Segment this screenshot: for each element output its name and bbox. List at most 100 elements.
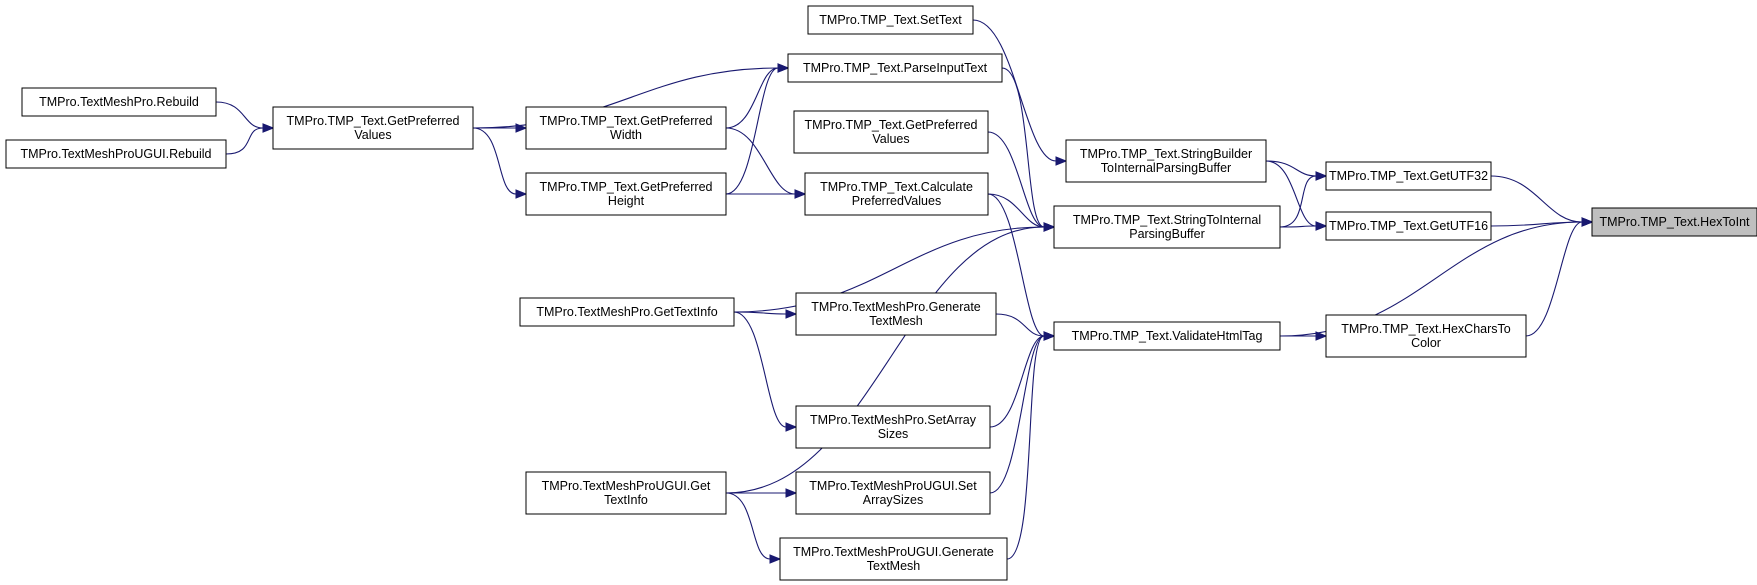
node-label-line: Values [872, 132, 909, 146]
edge-getutf32-to-hextoint [1490, 175, 1594, 227]
edge-ugui_gettextinfo-to-ugui_gentextmesh [725, 492, 782, 564]
edge-validatehtmltag-to-hexcharstocolor [1280, 331, 1328, 341]
edge-arrowhead [785, 422, 798, 432]
node-label-line: TMPro.TextMeshPro.Generate [811, 300, 981, 314]
edge-parseinputtext-to-s_tipb [1001, 67, 1056, 232]
node-box [807, 5, 974, 35]
node-box [1325, 314, 1527, 358]
node-s_tipb[interactable]: TMPro.TMP_Text.StringToInternalParsingBu… [1053, 205, 1281, 249]
node-label-line: ParsingBuffer [1129, 227, 1205, 241]
node-parseinputtext[interactable]: TMPro.TMP_Text.ParseInputText [787, 53, 1003, 83]
node-label-line: TMPro.TMP_Text.GetPreferred [805, 118, 978, 132]
node-box [519, 297, 735, 327]
node-label-line: Color [1411, 336, 1441, 350]
node-label-line: TMPro.TMP_Text.GetPreferred [540, 114, 713, 128]
node-box [795, 471, 991, 515]
call-edges [215, 19, 1594, 564]
node-label-line: TMPro.TMP_Text.GetPreferred [540, 180, 713, 194]
node-label-line: TMPro.TMP_Text.GetUTF16 [1329, 219, 1488, 233]
node-label-line: TMPro.TMP_Text.GetPreferred [287, 114, 460, 128]
node-label-line: TMPro.TMP_Text.StringToInternal [1073, 213, 1261, 227]
edge-tmp_setarraysizes-to-validatehtmltag [989, 331, 1056, 428]
edge-getprefvalues_r-to-s_tipb [987, 131, 1056, 232]
edge-getprefheight-to-parseinputtext [725, 63, 790, 195]
edge-s_tipb-to-getutf16 [1279, 221, 1328, 231]
edge-ugui_gentextmesh-to-validatehtmltag [1006, 331, 1056, 560]
node-tmp_rebuild[interactable]: TMPro.TextMeshPro.Rebuild [21, 87, 217, 117]
node-validatehtmltag[interactable]: TMPro.TMP_Text.ValidateHtmlTag [1053, 321, 1281, 351]
node-label-line: TMPro.TMP_Text.HexToInt [1599, 215, 1750, 229]
node-box [1065, 139, 1267, 183]
node-ugui_gettextinfo[interactable]: TMPro.TextMeshProUGUI.GetTextInfo [525, 471, 727, 515]
edge-arrowhead [785, 309, 798, 319]
edge-getprefvalues_l-to-getprefwidth [472, 123, 528, 133]
node-label-line: TMPro.TMP_Text.ParseInputText [803, 61, 988, 75]
node-box [21, 87, 217, 117]
node-label-line: TMPro.TMP_Text.GetUTF32 [1329, 169, 1488, 183]
node-box [795, 405, 991, 449]
node-box [525, 471, 727, 515]
edge-arrowhead [1581, 217, 1594, 227]
node-box [1325, 211, 1492, 241]
node-box [525, 106, 727, 150]
node-box [804, 172, 989, 216]
edge-arrowhead [262, 123, 275, 133]
node-label-line: Sizes [878, 427, 909, 441]
node-tmp_gettextinfo[interactable]: TMPro.TextMeshPro.GetTextInfo [519, 297, 735, 327]
node-label-line: TMPro.TextMeshPro.Rebuild [39, 95, 199, 109]
node-box [272, 106, 474, 150]
node-label-line: TMPro.TextMeshPro.GetTextInfo [536, 305, 717, 319]
node-box [795, 292, 997, 336]
node-label-line: PreferredValues [852, 194, 941, 208]
node-box [779, 537, 1008, 581]
node-label-line: ArraySizes [863, 493, 923, 507]
edge-arrowhead [794, 189, 807, 199]
node-label-line: TMPro.TMP_Text.StringBuilder [1080, 147, 1252, 161]
edge-ugui_rebuild-to-getprefvalues_l [225, 123, 275, 155]
edge-getprefvalues_l-to-getprefheight [472, 127, 528, 199]
node-label-line: TMPro.TMP_Text.ValidateHtmlTag [1072, 329, 1263, 343]
node-label-line: Values [354, 128, 391, 142]
node-label-line: ToInternalParsingBuffer [1101, 161, 1231, 175]
edge-ugui_gettextinfo-to-ugui_setarraysizes [725, 488, 798, 498]
edge-getprefwidth-to-parseinputtext [725, 63, 790, 129]
edge-calcprefvalues-to-validatehtmltag [987, 193, 1056, 341]
node-box [1053, 321, 1281, 351]
edge-arrowhead [777, 63, 790, 73]
node-box [1591, 207, 1757, 237]
node-label-line: TMPro.TMP_Text.Calculate [820, 180, 973, 194]
edge-arrowhead [515, 189, 528, 199]
node-label-line: TextInfo [604, 493, 648, 507]
edge-arrowhead [785, 488, 798, 498]
edge-arrowhead [1055, 156, 1068, 166]
edge-hexcharstocolor-to-hextoint [1525, 217, 1594, 337]
node-sb_tipb[interactable]: TMPro.TMP_Text.StringBuilderToInternalPa… [1065, 139, 1267, 183]
edge-arrowhead [515, 123, 528, 133]
node-label-line: TMPro.TMP_Text.HexCharsTo [1341, 322, 1511, 336]
edge-s_tipb-to-getutf32 [1279, 171, 1328, 228]
node-getutf32[interactable]: TMPro.TMP_Text.GetUTF32 [1325, 161, 1492, 191]
edge-arrowhead [1315, 171, 1328, 181]
node-settext[interactable]: TMPro.TMP_Text.SetText [807, 5, 974, 35]
node-label-line: TMPro.TextMeshPro.SetArray [810, 413, 977, 427]
edge-arrowhead [769, 554, 782, 564]
node-label-line: TextMesh [869, 314, 923, 328]
edge-arrowhead [1043, 222, 1056, 232]
node-label-line: Height [608, 194, 645, 208]
node-hextoint[interactable]: TMPro.TMP_Text.HexToInt [1591, 207, 1757, 237]
node-box [787, 53, 1003, 83]
edge-tmp_gettextinfo-to-tmp_gentextmesh [733, 309, 798, 319]
node-ugui_rebuild[interactable]: TMPro.TextMeshProUGUI.Rebuild [5, 139, 227, 169]
node-getutf16[interactable]: TMPro.TMP_Text.GetUTF16 [1325, 211, 1492, 241]
edge-getprefwidth-to-calcprefvalues [725, 127, 807, 199]
